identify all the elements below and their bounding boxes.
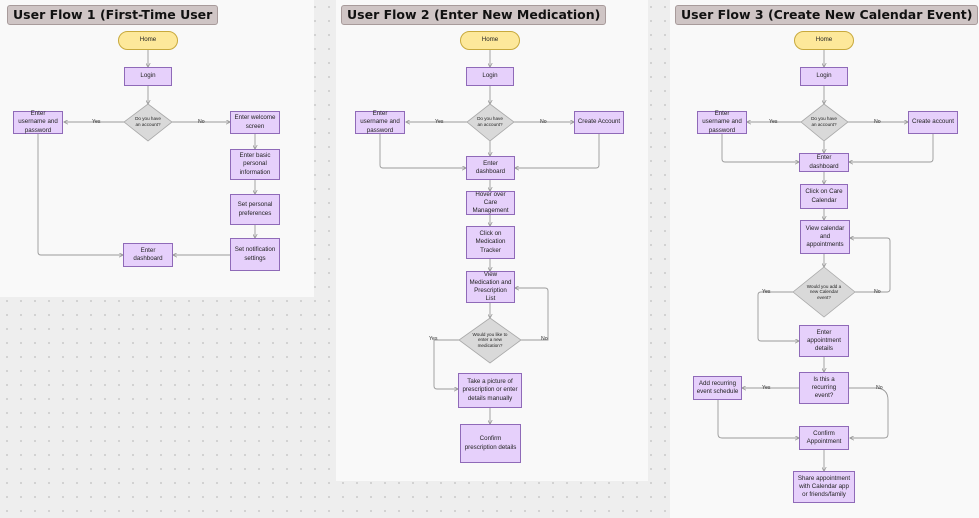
flow2-arrow-create-dash xyxy=(515,134,600,168)
flow1-dashboard-node[interactable]: Enter dashboard xyxy=(123,243,173,267)
flow2-decision-text: Do you have an account? xyxy=(477,116,503,127)
flow3-confirm-node[interactable]: Confirm Appointment xyxy=(799,426,849,450)
flow3-login-node[interactable]: Login xyxy=(800,67,848,86)
flow3-recurring-decision-node[interactable]: Is this a recurring event? xyxy=(799,372,849,404)
flow1-preferences-node[interactable]: Set personal preferences xyxy=(230,194,280,225)
flow3-decision2-text: Would you add a new Calendar event? xyxy=(806,283,842,300)
flow3-yes3-label: Yes xyxy=(762,385,771,391)
flow3-arrow-recurring-confirm xyxy=(717,400,799,438)
flow2-click-tracker-node[interactable]: Click on Medication Tracker xyxy=(466,226,515,259)
flow1-enter-username-node[interactable]: Enter username and password xyxy=(13,110,63,134)
flow2-arrow-username-dash xyxy=(379,134,466,168)
flow3-arrow-create-dash xyxy=(849,134,934,162)
flow2-no-label: No xyxy=(540,119,547,125)
flow3-arrow-username-dash xyxy=(721,134,799,162)
flow3-decision-diamond xyxy=(800,103,849,142)
flow2-decision2-diamond xyxy=(458,317,522,364)
flow2-arrow-yes-take xyxy=(433,339,459,389)
flow2-yes-label: Yes xyxy=(435,119,444,125)
flow2-view-list-node[interactable]: View Medication and Prescription List xyxy=(466,271,515,303)
flow3-dashboard-node[interactable]: Enter dashboard xyxy=(799,153,849,172)
flow3-create-account-node[interactable]: Create account xyxy=(908,111,958,134)
flow3-title: User Flow 3 (Create New Calendar Event) xyxy=(675,5,979,25)
flow1-arrow-username-dash xyxy=(37,134,123,255)
flow2-dashboard-node[interactable]: Enter dashboard xyxy=(466,156,515,180)
flow2-enter-username-node[interactable]: Enter username and password xyxy=(355,110,405,134)
flow2-decision-diamond xyxy=(466,103,515,142)
flow3-yes2-label: Yes xyxy=(762,289,771,295)
flow3-decision-text: Do you have an account? xyxy=(811,116,837,127)
flow2-hover-node[interactable]: Hover over Care Management xyxy=(466,191,515,215)
flow1-title: User Flow 1 (First-Time User xyxy=(7,5,219,25)
flow3-decision2-diamond xyxy=(792,266,856,318)
flow2-no2-label: No xyxy=(541,336,548,342)
flow2-confirm-node[interactable]: Confirm prescription details xyxy=(460,424,521,463)
flow3-enter-username-node[interactable]: Enter username and password xyxy=(697,110,747,134)
flow2-title: User Flow 2 (Enter New Medication) xyxy=(341,5,607,25)
flow3-share-node[interactable]: Share appointment with Calendar app or f… xyxy=(793,471,855,503)
flow1-basic-info-node[interactable]: Enter basic personal information xyxy=(230,149,280,180)
flow3-no3-label: No xyxy=(876,385,883,391)
flow3-add-recurring-node[interactable]: Add recurring event schedule xyxy=(693,376,742,400)
flow3-home-node[interactable]: Home xyxy=(794,31,854,50)
flow2-yes2-label: Yes xyxy=(429,336,438,342)
flow3-arrow-no-loop xyxy=(850,238,891,293)
flow3-enter-appt-node[interactable]: Enter appointment details xyxy=(799,325,849,357)
flow3-click-calendar-node[interactable]: Click on Care Calendar xyxy=(800,184,848,209)
flow3-yes-label: Yes xyxy=(769,119,778,125)
flow2-take-picture-node[interactable]: Take a picture of prescription or enter … xyxy=(458,373,522,408)
flow3-arrow-no3 xyxy=(849,387,889,438)
flow1-welcome-node[interactable]: Enter welcome screen xyxy=(230,111,280,134)
flow1-notifications-node[interactable]: Set notification settings xyxy=(230,238,280,271)
flow2-create-account-node[interactable]: Create Account xyxy=(574,111,624,134)
flow1-login-node[interactable]: Login xyxy=(124,67,172,86)
flow3-no2-label: No xyxy=(874,289,881,295)
flow3-arrow-yes-enter xyxy=(757,291,799,341)
flow1-decision-diamond xyxy=(123,103,173,142)
flow2-home-node[interactable]: Home xyxy=(460,31,520,50)
flow1-decision-text: Do you have an account? xyxy=(135,116,161,127)
flow1-no-label: No xyxy=(198,119,205,125)
flow2-arrow-no-loop xyxy=(515,288,549,341)
flow1-yes-label: Yes xyxy=(92,119,101,125)
flow1-home-node[interactable]: Home xyxy=(118,31,178,50)
flow2-decision2-text: Would you like to enter a new medication… xyxy=(472,331,508,348)
flow3-view-calendar-node[interactable]: View calendar and appointments xyxy=(800,220,850,254)
flow2-login-node[interactable]: Login xyxy=(466,67,514,86)
flow3-no-label: No xyxy=(874,119,881,125)
